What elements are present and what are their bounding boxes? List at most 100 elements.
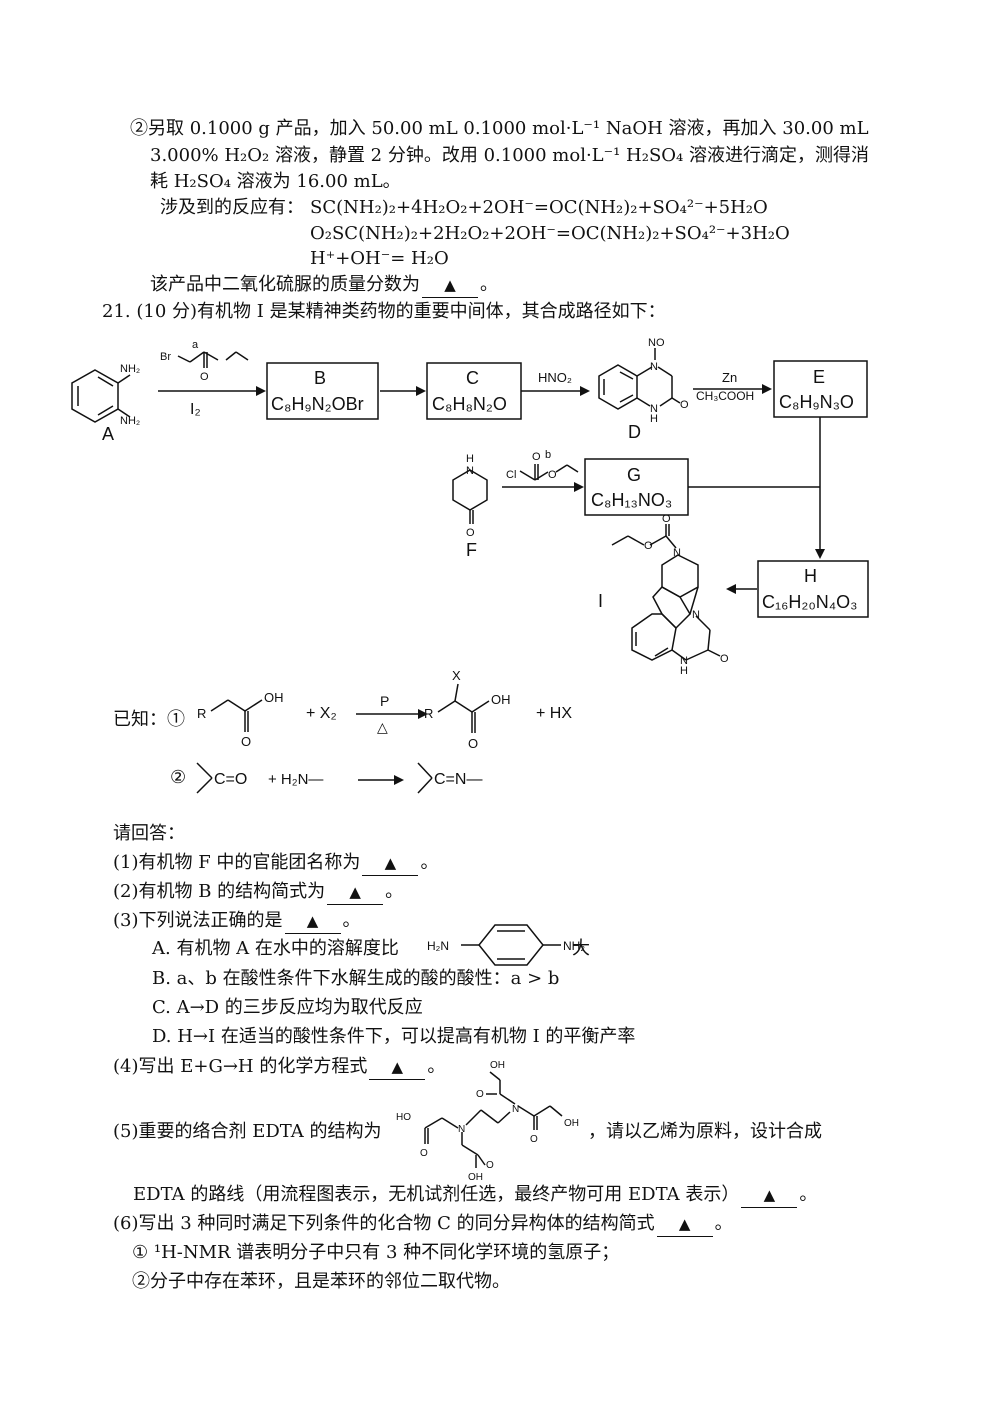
q3-text: (3)下列说法正确的是	[113, 910, 283, 931]
triangle-icon: ▲	[306, 912, 319, 930]
i-o2: O	[644, 540, 653, 552]
f-label: F	[466, 540, 477, 560]
q1-text: (1)有机物 F 中的官能团名称为	[113, 852, 361, 873]
edta-oh1: OH	[490, 1060, 505, 1071]
k1-delta: △	[377, 719, 388, 735]
e-name: E	[813, 367, 825, 387]
answer-blank[interactable]: ▲	[422, 273, 478, 298]
cond2: ②分子中存在苯环，且是苯环的邻位二取代物。	[132, 1271, 510, 1292]
option-b: B. a、b 在酸性条件下水解生成的酸的酸性：a > b	[152, 968, 560, 989]
answer-blank[interactable]: ▲	[656, 1212, 713, 1237]
reagent-b-letter: b	[545, 449, 551, 461]
option-c: C. A→D 的三步反应均为取代反应	[152, 997, 423, 1018]
q3-suffix: 。	[342, 910, 361, 931]
p20-line2: 3.000% H₂O₂ 溶液，静置 2 分钟。改用 0.1000 mol·L⁻¹…	[150, 145, 869, 166]
g-formula: C₈H₁₃NO₃	[591, 490, 672, 510]
k1-oh2: OH	[491, 692, 511, 707]
f-n: N	[466, 465, 474, 477]
q4-suffix: 。	[427, 1056, 446, 1077]
q6: (6)写出 3 种同时满足下列条件的化合物 C 的同分异构体的结构简式▲。	[113, 1212, 733, 1237]
q5-line2: EDTA 的路线（用流程图表示，无机试剂任选，最终产物可用 EDTA 表示） ▲ 。	[133, 1183, 817, 1208]
answer-blank[interactable]: ▲	[327, 880, 384, 905]
q2-text: (2)有机物 B 的结构简式为	[113, 881, 326, 902]
answer-blank[interactable]: ▲	[362, 851, 419, 876]
cond1: ① ¹H-NMR 谱表明分子中只有 3 种不同化学环境的氢原子；	[132, 1242, 620, 1263]
a-label: A	[102, 424, 114, 444]
d-n: N	[650, 361, 658, 373]
h-formula: C₁₆H₂₀N₄O₃	[762, 592, 857, 612]
p20-rxn3: H⁺+OH⁻= H₂O	[310, 248, 449, 269]
triangle-icon: ▲	[349, 883, 361, 901]
edta-o1: O	[476, 1089, 484, 1100]
f-o: O	[466, 527, 475, 539]
g-name: G	[627, 465, 641, 485]
d-h: H	[650, 413, 658, 425]
i-n3: N	[680, 655, 688, 667]
ask-label: 请回答：	[113, 823, 185, 844]
q2-suffix: 。	[385, 881, 404, 902]
answer-blank[interactable]: ▲	[284, 909, 341, 934]
ch3cooh-reagent: CH₃COOH	[696, 389, 754, 403]
option-d: D. H→I 在适当的酸性条件下，可以提高有机物 I 的平衡产率	[152, 1026, 636, 1047]
b-name: B	[314, 368, 326, 388]
h-name: H	[804, 566, 817, 586]
i-n2: N	[692, 609, 700, 621]
i-o1: O	[662, 513, 671, 525]
i-n1: N	[673, 547, 681, 559]
c-name: C	[466, 368, 479, 388]
zn-reagent: Zn	[722, 370, 737, 385]
q5-line2-suffix: 。	[799, 1184, 818, 1205]
d-no: NO	[648, 337, 665, 349]
i2-reagent: I₂	[190, 401, 201, 418]
p20-line3: 耗 H₂SO₄ 溶液为 16.00 mL。	[150, 171, 401, 192]
reagent-a-o: O	[200, 371, 209, 383]
d-label: D	[628, 422, 641, 442]
edta-ho: HO	[396, 1112, 411, 1123]
b-formula: C₈H₉N₂OBr	[271, 394, 364, 414]
hno2-reagent: HNO₂	[538, 370, 572, 385]
p20-question: 该产品中二氧化硫脲的质量分数为▲。	[150, 273, 498, 298]
k1-o2: O	[468, 736, 478, 751]
k1-x: X	[452, 668, 461, 683]
edta-o4: O	[486, 1160, 494, 1171]
i-label: I	[598, 591, 603, 611]
p20-rxn2: O₂SC(NH₂)₂+2H₂O₂+2OH⁻=OC(NH₂)₂+SO₄²⁻+3H₂…	[310, 223, 790, 244]
q3: (3)下列说法正确的是 ▲ 。	[113, 909, 361, 934]
p20-rxn-label: 涉及到的反应有：	[160, 197, 304, 218]
f-h: H	[466, 453, 474, 465]
p20-question-suffix: 。	[480, 274, 498, 295]
q4-text: (4)写出 E+G→H 的化学方程式	[113, 1056, 368, 1077]
i-h: H	[680, 665, 688, 677]
k1-o: O	[241, 734, 251, 749]
reagent-a-letter: a	[192, 339, 199, 351]
reagent-a-br: Br	[160, 351, 171, 363]
q5-line2-text: EDTA 的路线（用流程图表示，无机试剂任选，最终产物可用 EDTA 表示）	[133, 1184, 740, 1205]
reagent-b-cl: Cl	[506, 469, 516, 481]
q4: (4)写出 E+G→H 的化学方程式 ▲ 。	[113, 1055, 445, 1080]
edta-oh2: OH	[564, 1118, 579, 1129]
k1-r2: R	[424, 706, 433, 721]
triangle-icon: ▲	[444, 276, 456, 294]
q5-mid: ，请以乙烯为原料，设计合成	[588, 1121, 822, 1142]
k2-c-eq-o: C=O	[214, 771, 247, 788]
triangle-icon: ▲	[763, 1186, 776, 1204]
p20-rxn1: SC(NH₂)₂+4H₂O₂+2OH⁻=OC(NH₂)₂+SO₄²⁻+5H₂O	[310, 197, 768, 218]
edta-o2: O	[420, 1148, 428, 1159]
q1-suffix: 。	[420, 852, 439, 873]
reagent-b-o1: O	[532, 451, 541, 463]
triangle-icon: ▲	[678, 1215, 691, 1233]
option-a: A. 有机物 A 在水中的溶解度比	[152, 938, 399, 959]
known-label: 已知：①	[113, 709, 185, 730]
triangle-icon: ▲	[391, 1058, 404, 1076]
q21-header: 21. (10 分)有机物 I 是某精神类药物的重要中间体，其合成路径如下：	[102, 301, 666, 322]
q5-prefix: (5)重要的络合剂 EDTA 的结构为	[113, 1121, 382, 1142]
answer-blank[interactable]: ▲	[369, 1055, 426, 1080]
d-n2: N	[650, 403, 658, 415]
k1-p: P	[380, 693, 389, 709]
edta-o3: O	[530, 1134, 538, 1145]
e-formula: C₈H₉N₃O	[779, 392, 854, 412]
a-nh2-top: NH₂	[120, 363, 140, 375]
d-o: O	[680, 399, 689, 411]
answer-blank[interactable]: ▲	[741, 1183, 798, 1208]
